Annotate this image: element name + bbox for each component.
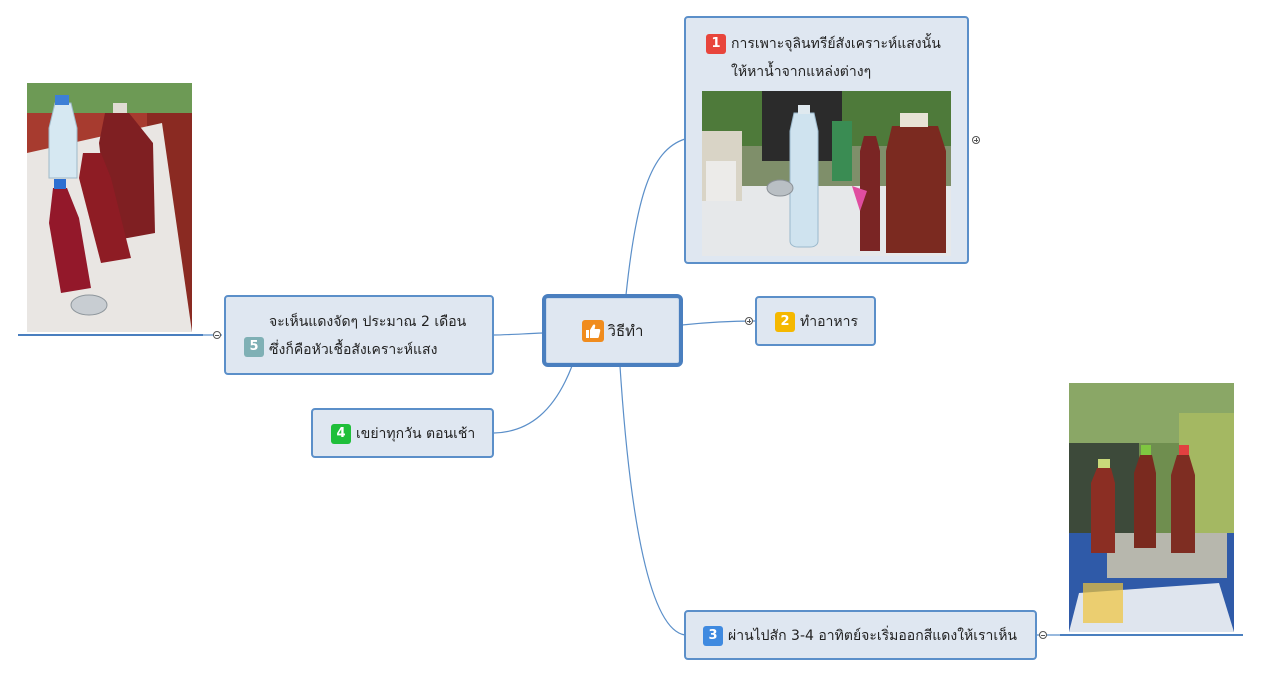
connector-topic-5	[493, 332, 544, 336]
topic-2[interactable]: 2 ทำอาหาร	[755, 296, 876, 346]
topic-1[interactable]: 1 การเพาะจุลินทรีย์สังเคราะห์แสงนั้น ให้…	[684, 16, 969, 264]
priority-5-badge: 5	[244, 337, 264, 357]
topic-1-expand-toggle[interactable]	[972, 136, 980, 144]
topic-4-label: เขย่าทุกวัน ตอนเช้า	[356, 426, 476, 442]
priority-1-badge: 1	[706, 34, 726, 54]
topic-3[interactable]: 3 ผ่านไปสัก 3-4 อาทิตย์จะเริ่มออกสีแดงให…	[684, 610, 1037, 660]
topic-3-label: ผ่านไปสัก 3-4 อาทิตย์จะเริ่มออกสีแดงให้เ…	[728, 628, 1018, 644]
priority-2-badge: 2	[775, 312, 795, 332]
central-topic[interactable]: วิธีทำ	[542, 294, 683, 367]
priority-3-badge: 3	[703, 626, 723, 646]
central-topic-label: วิธีทำ	[607, 321, 644, 340]
red-bottles-on-table-photo	[27, 83, 192, 332]
connector-topic-3	[619, 365, 686, 636]
topic-2-expand-toggle[interactable]	[745, 317, 753, 325]
topic-5[interactable]: 5 จะเห็นแดงจัดๆ ประมาณ 2 เดือน ซึ่งก็คือ…	[224, 295, 494, 375]
three-bottles-on-brick-photo	[1069, 383, 1234, 632]
connector-topic-1	[625, 138, 686, 296]
topic-5-line-2: ซึ่งก็คือหัวเชื้อสังเคราะห์แสง	[269, 342, 438, 358]
topic-3-collapse-toggle[interactable]	[1039, 631, 1047, 639]
thumbs-up-icon	[581, 319, 604, 342]
topic-5-line-1: จะเห็นแดงจัดๆ ประมาณ 2 เดือน	[269, 314, 467, 330]
bottles-on-table-photo	[702, 91, 951, 256]
topic-1-line-1: การเพาะจุลินทรีย์สังเคราะห์แสงนั้น	[731, 36, 941, 52]
topic-1-line-2: ให้หาน้ำจากแหล่งต่างๆ	[731, 64, 872, 80]
topic-4[interactable]: 4 เขย่าทุกวัน ตอนเช้า	[311, 408, 494, 458]
topic-2-label: ทำอาหาร	[800, 314, 858, 330]
topic-5-collapse-toggle[interactable]	[213, 331, 221, 339]
priority-4-badge: 4	[331, 424, 351, 444]
topic-5-image-underline	[18, 334, 203, 336]
connector-topic-4	[493, 365, 573, 434]
topic-3-image-underline	[1060, 634, 1243, 636]
